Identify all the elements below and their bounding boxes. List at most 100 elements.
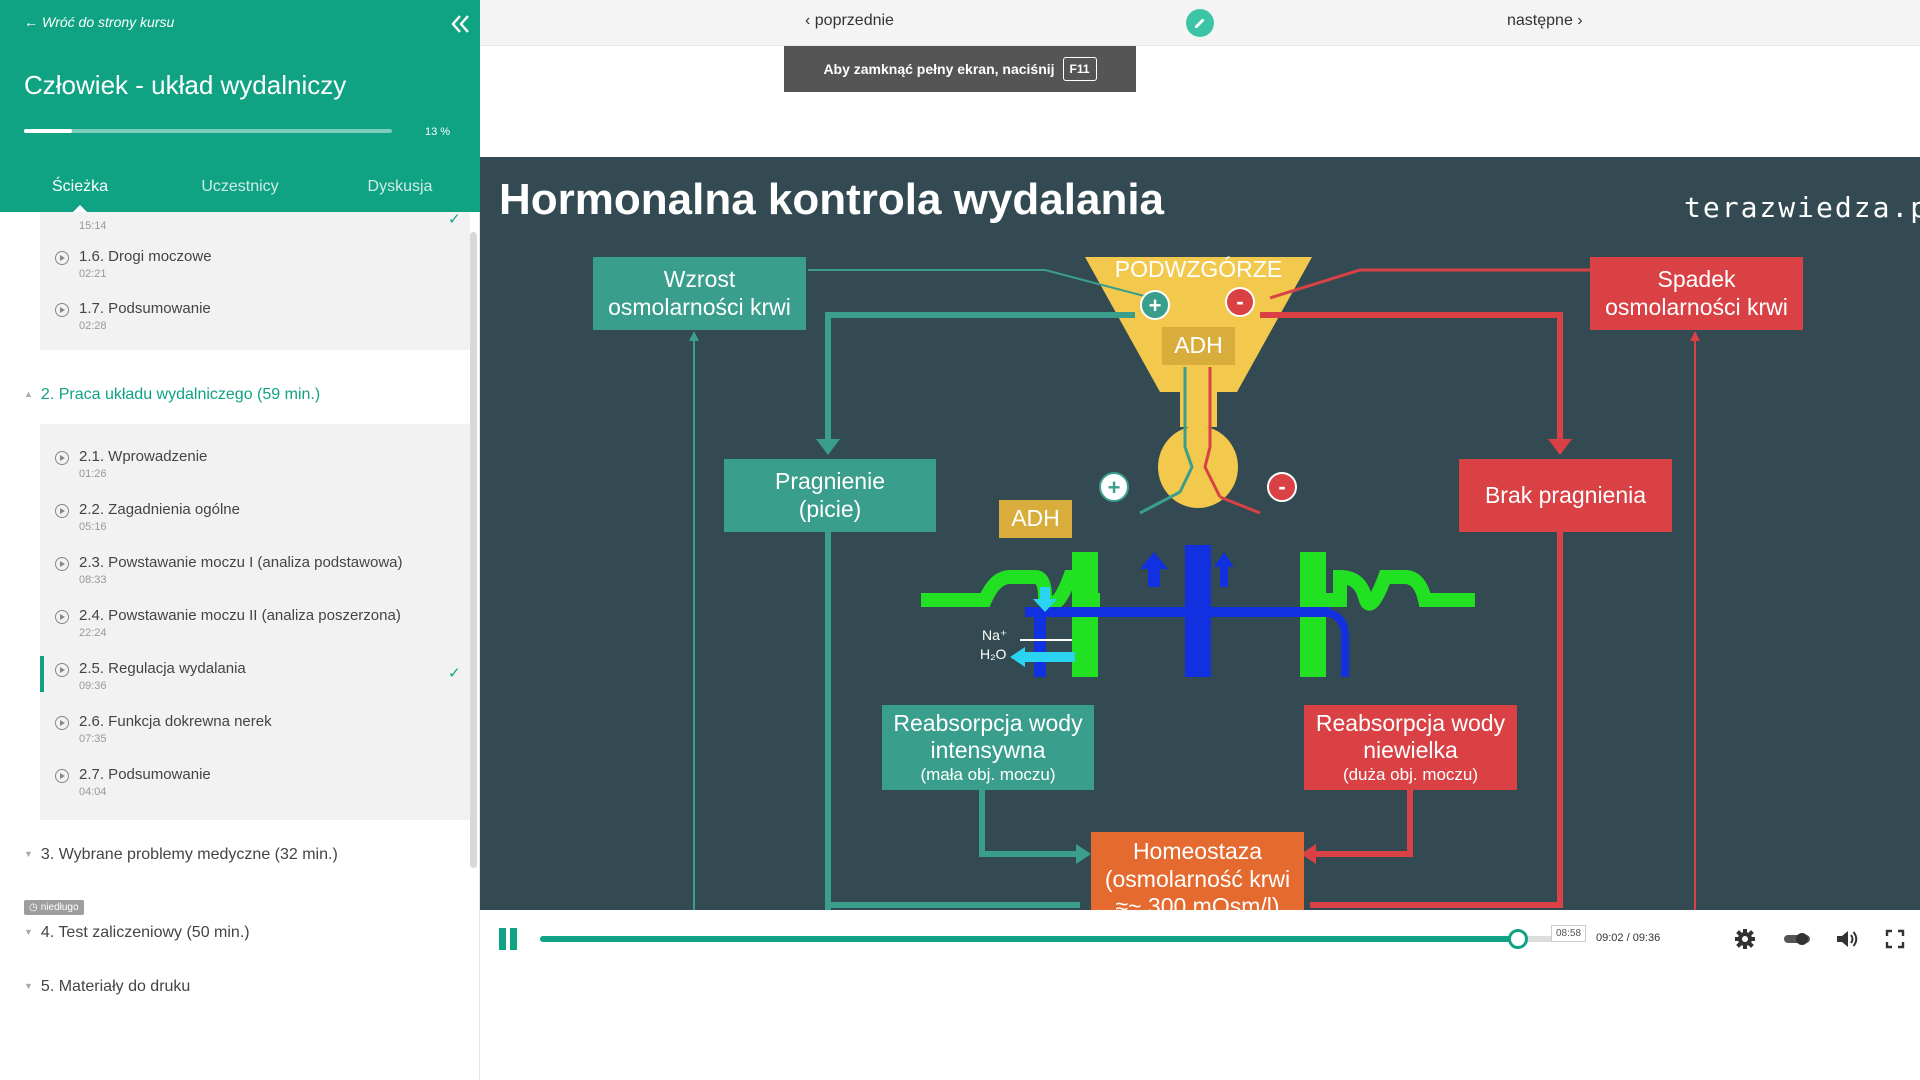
course-progress-bar <box>24 129 392 133</box>
lesson-item[interactable]: 2.1. Wprowadzenie 01:26 <box>40 444 470 494</box>
section-4-label: 4. Test zaliczeniowy (50 min.) <box>40 924 250 941</box>
video-frame[interactable]: + - + - Hormonalna kontrola wydalania te… <box>480 157 1920 910</box>
hormonal-control-diagram: + - + - <box>689 257 1700 910</box>
play-circle-icon <box>55 451 69 465</box>
blood-vessel-right-loop <box>1319 608 1349 677</box>
play-circle-icon <box>55 504 69 518</box>
box-decrease-line1: Spadek <box>1657 265 1736 292</box>
lesson-item[interactable]: 2.7. Podsumowanie 04:04 <box>40 762 470 812</box>
lesson-item[interactable]: 1.6. Drogi moczowe 02:21 <box>40 244 470 294</box>
box-reabs-low-line2: niewielka <box>1363 737 1458 764</box>
lesson-item[interactable]: 15:14 ✓ <box>40 212 470 252</box>
sidebar-scrollbar[interactable] <box>470 232 477 868</box>
box-homeo-line3: ≈~ 300 mOsm/l) <box>1115 893 1280 910</box>
minus-circle-top <box>1225 287 1255 317</box>
box-homeo-line2: (osmolarność krwi <box>1104 865 1291 892</box>
toggle-icon <box>1784 933 1810 945</box>
sodium-label: Na⁺ <box>982 627 1008 643</box>
plus-symbol-top: + <box>1149 293 1162 318</box>
lesson-title: 1.6. Drogi moczowe <box>79 248 212 265</box>
lesson-item[interactable]: 2.3. Powstawanie moczu I (analiza podsta… <box>40 550 470 600</box>
collapse-sidebar-button[interactable] <box>446 10 474 38</box>
lesson-item[interactable]: 1.7. Podsumowanie 02:28 <box>40 296 470 346</box>
section-5-header[interactable]: ▼5. Materiały do druku <box>24 978 190 996</box>
fullscreen-notice-text: Aby zamknąć pełny ekran, naciśnij <box>823 61 1055 77</box>
hypothalamus-label: PODWZGÓRZE <box>1114 256 1283 283</box>
red-release-arrow <box>1219 495 1261 515</box>
play-circle-icon <box>55 769 69 783</box>
checkmark-icon: ✓ <box>448 212 461 228</box>
section2-lesson-list: 2.1. Wprowadzenie 01:26 2.2. Zagadnienia… <box>40 424 470 820</box>
f11-key-badge: F11 <box>1062 57 1097 81</box>
play-circle-icon <box>55 251 69 265</box>
settings-button[interactable] <box>1732 926 1758 952</box>
caret-down-icon: ▼ <box>24 981 33 991</box>
arrow-hypothalamus-to-thirst <box>825 312 1135 440</box>
seek-bar[interactable]: 08:58 <box>540 925 1587 949</box>
lesson-duration: 02:28 <box>79 320 107 332</box>
back-to-course-link[interactable]: ← Wróć do strony kursu <box>24 14 174 30</box>
section-3-header[interactable]: ▼3. Wybrane problemy medyczne (32 min.) <box>24 846 338 864</box>
cyan-down-arrow <box>1033 587 1057 612</box>
section-2-header[interactable]: ▲2. Praca układu wydalniczego (59 min.) <box>24 386 320 404</box>
arrow-high-reabs-to-homeostasis <box>979 787 1078 857</box>
lesson-item-active[interactable]: 2.5. Regulacja wydalania 09:36 ✓ <box>40 656 470 706</box>
lesson-duration: 22:24 <box>79 627 107 639</box>
adh-top-label: ADH <box>1174 332 1223 359</box>
seek-bar-played <box>540 936 1518 942</box>
box-reabs-high-line1: Reabsorpcja wody <box>893 709 1083 736</box>
arrow-increase-to-hypothalamus <box>808 269 1149 298</box>
tab-participants[interactable]: Uczestnicy <box>201 178 279 195</box>
video-player-controls: 08:58 09:02 / 09:36 <box>480 910 1920 968</box>
tab-discussion[interactable]: Dyskusja <box>367 178 433 195</box>
box-increase-line1: Wzrost <box>663 265 736 292</box>
box-increase-osmolarity: Wzrost osmolarności krwi <box>593 257 806 330</box>
adh-top-label-box: ADH <box>1162 327 1235 365</box>
lesson-item[interactable]: 2.2. Zagadnienia ogólne 05:16 <box>40 497 470 547</box>
adh-top-bg <box>1162 327 1235 365</box>
tab-path[interactable]: Ścieżka <box>0 172 160 212</box>
autoplay-toggle[interactable] <box>1782 926 1812 952</box>
play-circle-icon <box>55 610 69 624</box>
volume-button[interactable] <box>1834 926 1860 952</box>
teal-nerve-line <box>1178 367 1194 493</box>
clock-icon: ◷ <box>29 902 38 913</box>
coming-soon-badge: ◷niedługo <box>24 900 84 915</box>
box-homeostasis: Homeostaza (osmolarność krwi ≈~ 300 mOsm… <box>1091 832 1304 910</box>
water-up-arrow-right <box>1214 552 1234 587</box>
lesson-duration: 05:16 <box>79 521 107 533</box>
blood-vessel-horizontal <box>1025 607 1330 617</box>
box-thirst-line2: (picie) <box>798 495 862 522</box>
plus-circle-top <box>1140 290 1170 320</box>
lesson-duration: 04:04 <box>79 786 107 798</box>
caret-down-icon: ▼ <box>24 849 33 859</box>
hypothalamus-label-box: PODWZGÓRZE <box>1085 255 1312 285</box>
box-reabs-high-line2: intensywna <box>930 737 1046 764</box>
lesson-title: 2.3. Powstawanie moczu I (analiza podsta… <box>79 554 403 571</box>
box-decrease-line2: osmolarności krwi <box>1605 293 1788 320</box>
edit-button[interactable] <box>1186 9 1214 37</box>
seek-handle[interactable] <box>1507 929 1528 949</box>
fullscreen-button[interactable] <box>1882 926 1908 952</box>
lesson-title: 2.5. Regulacja wydalania <box>79 660 246 677</box>
red-nerve-line <box>1203 367 1222 498</box>
plus-symbol-mid: + <box>1108 475 1121 500</box>
section-4-header[interactable]: ▼4. Test zaliczeniowy (50 min.) <box>24 924 250 942</box>
course-progress-percent: 13 % <box>425 126 451 138</box>
lesson-item[interactable]: 2.4. Powstawanie moczu II (analiza posze… <box>40 603 470 653</box>
lesson-item[interactable]: 2.6. Funkcja dokrewna nerek 07:35 <box>40 709 470 759</box>
sidebar-header: ← Wróć do strony kursu Człowiek - układ … <box>0 0 480 212</box>
lesson-duration: 09:36 <box>79 680 107 692</box>
lesson-title: 2.7. Podsumowanie <box>79 766 211 783</box>
box-increase-line2: osmolarności krwi <box>608 293 791 320</box>
box-thirst: Pragnienie (picie) <box>724 459 936 532</box>
box-reabs-high-line3: (mała obj. moczu) <box>920 764 1056 784</box>
pause-button[interactable] <box>499 928 519 950</box>
previous-lesson-link[interactable]: ‹ poprzednie <box>805 12 894 29</box>
section-2-label: 2. Praca układu wydalniczego (59 min.) <box>40 386 321 403</box>
nephron-tubule-right <box>1326 569 1475 611</box>
lesson-title: 2.6. Funkcja dokrewna nerek <box>79 713 272 730</box>
back-to-course-label: Wróć do strony kursu <box>42 14 175 30</box>
next-lesson-link[interactable]: następne › <box>1507 12 1583 29</box>
arrowhead-high-reabs <box>1076 844 1091 864</box>
